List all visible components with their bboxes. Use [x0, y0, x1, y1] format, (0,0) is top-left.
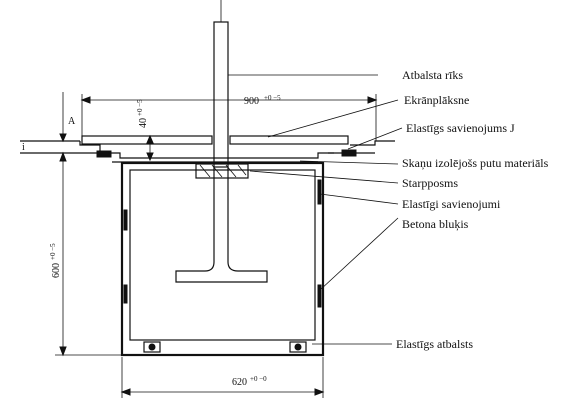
dimension-900: [80, 94, 378, 141]
spacer-block: [195, 163, 249, 179]
dim-i-label: i: [22, 142, 25, 153]
dim-40-value: 40: [138, 118, 149, 128]
dimension-620: [120, 357, 325, 398]
label-elastic-joints: Elastīgi savienojumi: [402, 197, 501, 211]
dim-600-tolerance: +0 −5: [49, 243, 57, 260]
label-concrete-block: Betona bluķis: [402, 217, 469, 231]
label-support-tool: Atbalsta rīks: [402, 68, 463, 82]
dim-900-value: 900: [244, 96, 259, 107]
dim-620-value: 620: [232, 377, 247, 388]
dimension-40: [146, 134, 154, 162]
label-elastic-support: Elastīgs atbalsts: [396, 337, 473, 351]
side-elastic-joints: [123, 179, 322, 308]
rod-t-foot: [175, 167, 268, 283]
dimension-a: [59, 92, 67, 143]
dim-600-value: 600: [51, 263, 62, 278]
bottom-elastic-supports: [143, 341, 307, 353]
label-foam-material: Skaņu izolējošs putu materiāls: [402, 156, 549, 170]
dim-900-tolerance: +0 −5: [264, 94, 281, 102]
elastic-joint-pads: [96, 149, 357, 158]
support-rod: [213, 0, 229, 168]
dim-a-label: A: [68, 116, 76, 127]
label-elastic-joint-j: Elastīgs savienojums J: [406, 121, 515, 135]
dimension-600: [55, 151, 122, 357]
label-screen-plate: Ekrānplāksne: [404, 93, 469, 107]
dim-40-tolerance: +0 −5: [136, 99, 144, 116]
floor-slab-left: [20, 140, 101, 154]
label-spacer: Starpposms: [402, 176, 458, 190]
screen-plate: [81, 135, 349, 145]
dim-620-tolerance: +0 −0: [250, 375, 267, 383]
concrete-block: [120, 161, 325, 357]
leader-lines: [228, 74, 403, 345]
floor-slab-right: [328, 140, 395, 154]
